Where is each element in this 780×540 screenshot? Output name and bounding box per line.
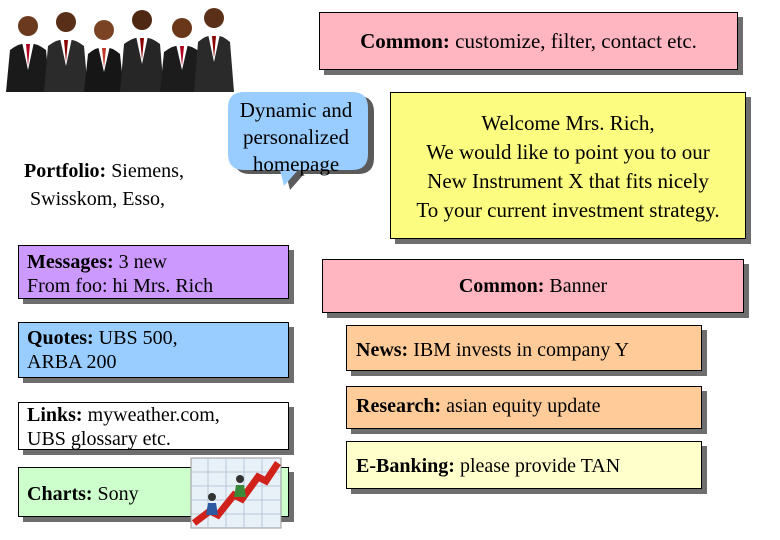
research-panel[interactable]: Research: asian equity update: [346, 386, 702, 429]
common-banner-panel[interactable]: Common: Banner: [322, 259, 744, 313]
person-figure: [160, 18, 204, 92]
person-figure: [44, 12, 88, 92]
person-figure: [120, 10, 164, 92]
messages-line-2: From foo: hi Mrs. Rich: [27, 275, 214, 297]
welcome-message-panel[interactable]: Welcome Mrs. Rich, We would like to poin…: [390, 92, 746, 239]
quotes-line-2: ARBA 200: [27, 351, 117, 373]
links-line-1: Links: myweather.com,: [27, 404, 220, 426]
quotes-line-1: Quotes: UBS 500,: [27, 327, 178, 349]
portfolio-panel[interactable]: Portfolio: Siemens, Swisskom, Esso,: [24, 157, 274, 227]
portfolio-line-1: Portfolio: Siemens,: [24, 160, 184, 182]
person-figure: [6, 16, 50, 92]
business-people-clipart: [6, 8, 234, 92]
charts-line: Charts: Sony: [27, 483, 139, 505]
person-figure: [84, 20, 124, 92]
common-customize-panel[interactable]: Common: customize, filter, contact etc.: [319, 12, 738, 70]
news-panel[interactable]: News: IBM invests in company Y: [346, 325, 702, 371]
welcome-line-3: New Instrument X that fits nicely: [427, 169, 709, 193]
portfolio-line-2: Swisskom, Esso,: [30, 188, 166, 210]
banner-text: Common: Banner: [458, 275, 608, 297]
speech-bubble-text: Dynamic and personalized homepage: [239, 98, 353, 176]
welcome-line-1: Welcome Mrs. Rich,: [481, 111, 655, 135]
ebanking-panel[interactable]: E-Banking: please provide TAN: [346, 441, 702, 489]
welcome-line-2: We would like to point you to our: [426, 140, 710, 164]
ebanking-line: E-Banking: please provide TAN: [356, 455, 621, 477]
quotes-panel[interactable]: Quotes: UBS 500, ARBA 200: [18, 322, 289, 378]
research-line: Research: asian equity update: [356, 395, 601, 417]
common-customize-text: Common: customize, filter, contact etc.: [360, 29, 697, 53]
links-line-2: UBS glossary etc.: [27, 428, 171, 450]
speech-bubble-icon: [228, 92, 374, 190]
messages-panel[interactable]: Messages: 3 new From foo: hi Mrs. Rich: [18, 245, 289, 299]
news-line: News: IBM invests in company Y: [356, 339, 630, 361]
person-figure: [194, 8, 234, 92]
links-panel[interactable]: Links: myweather.com, UBS glossary etc.: [18, 402, 289, 450]
rising-chart-clipart: [190, 457, 282, 529]
speech-bubble: Dynamic and personalized homepage: [224, 90, 404, 190]
welcome-line-4: To your current investment strategy.: [416, 198, 720, 222]
messages-line-1: Messages: 3 new: [27, 251, 167, 273]
